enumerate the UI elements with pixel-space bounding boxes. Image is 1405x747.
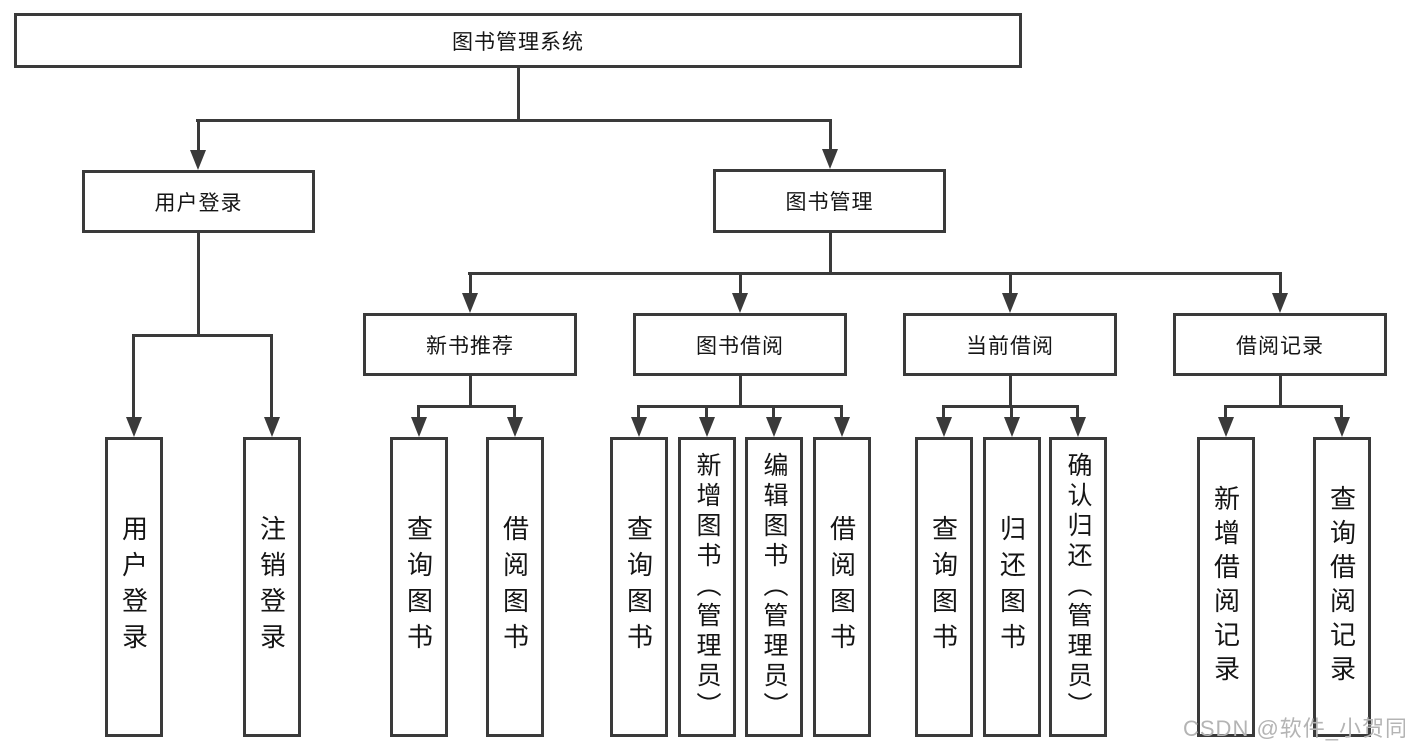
node-label: 当前借阅 (966, 334, 1054, 358)
arrow-down-icon (631, 417, 647, 437)
csdn-watermark: CSDN @软件_小贺同学 (1183, 716, 1405, 741)
connector-line (196, 119, 832, 122)
node-label: 新增图书（管理员） (693, 452, 721, 722)
arrow-down-icon (732, 293, 748, 313)
node-book-management: 图书管理 (713, 169, 946, 233)
leaf-confirm-return-admin: 确认归还（管理员） (1049, 437, 1107, 737)
connector-line (417, 405, 516, 408)
connector-line (840, 405, 843, 419)
node-label: 图书管理系统 (452, 30, 584, 54)
leaf-logout-login: 注销登录 (243, 437, 301, 737)
connector-line (772, 405, 775, 419)
leaf-borrow-books-2: 借阅图书 (813, 437, 871, 737)
arrow-down-icon (411, 417, 427, 437)
connector-line (270, 334, 273, 419)
arrow-down-icon (1004, 417, 1020, 437)
connector-line (469, 272, 472, 295)
node-label: 借阅记录 (1236, 334, 1324, 358)
arrow-down-icon (1334, 417, 1350, 437)
node-label: 编辑图书（管理员） (760, 452, 788, 722)
node-label: 新书推荐 (426, 334, 514, 358)
connector-line (739, 376, 742, 407)
connector-line (1340, 405, 1343, 419)
connector-line (829, 233, 832, 274)
arrow-down-icon (1070, 417, 1086, 437)
arrow-down-icon (507, 417, 523, 437)
connector-line (517, 68, 520, 121)
node-library-system: 图书管理系统 (14, 13, 1022, 68)
connector-line (197, 119, 200, 153)
leaf-query-borrow-record: 查询借阅记录 (1313, 437, 1371, 737)
connector-line (1076, 405, 1079, 419)
node-label: 查询图书 (403, 515, 434, 659)
arrow-down-icon (766, 417, 782, 437)
leaf-query-books-recommend: 查询图书 (390, 437, 448, 737)
node-label: 查询图书 (623, 515, 654, 659)
connector-line (637, 405, 640, 419)
arrow-down-icon (1218, 417, 1234, 437)
leaf-return-book: 归还图书 (983, 437, 1041, 737)
arrow-down-icon (126, 417, 142, 437)
arrow-down-icon (1272, 293, 1288, 313)
connector-line (197, 233, 200, 336)
leaf-borrow-books-recommend: 借阅图书 (486, 437, 544, 737)
node-label: 用户登录 (154, 191, 243, 215)
node-book-borrow: 图书借阅 (633, 313, 847, 376)
node-label: 新增借阅记录 (1210, 485, 1241, 689)
connector-line (942, 405, 945, 419)
connector-line (417, 405, 420, 419)
node-label: 归还图书 (996, 515, 1027, 659)
leaf-add-borrow-record: 新增借阅记录 (1197, 437, 1255, 737)
connector-line (132, 334, 273, 337)
node-label: 借阅图书 (499, 515, 530, 659)
node-label: 注销登录 (256, 515, 287, 659)
connector-line (1010, 405, 1013, 419)
arrow-down-icon (1002, 293, 1018, 313)
connector-line (132, 334, 135, 419)
connector-line (1224, 405, 1343, 408)
node-label: 确认归还（管理员） (1064, 452, 1092, 722)
connector-line (513, 405, 516, 419)
connector-line (1009, 376, 1012, 407)
node-label: 图书借阅 (696, 334, 784, 358)
arrow-down-icon (834, 417, 850, 437)
connector-line (739, 272, 742, 295)
arrow-down-icon (462, 293, 478, 313)
leaf-query-books-current: 查询图书 (915, 437, 973, 737)
connector-line (705, 405, 708, 419)
arrow-down-icon (936, 417, 952, 437)
arrow-down-icon (190, 150, 206, 170)
connector-line (469, 376, 472, 407)
node-label: 图书管理 (785, 191, 874, 214)
node-borrow-records: 借阅记录 (1173, 313, 1387, 376)
node-label: 借阅图书 (826, 515, 857, 659)
leaf-query-books-borrow: 查询图书 (610, 437, 668, 737)
leaf-user-login: 用户登录 (105, 437, 163, 737)
node-user-login: 用户登录 (82, 170, 315, 233)
node-label: 查询图书 (928, 515, 959, 659)
node-label: 查询借阅记录 (1326, 485, 1357, 689)
connector-line (637, 405, 843, 408)
node-label: 用户登录 (118, 515, 149, 659)
node-new-book-recommend: 新书推荐 (363, 313, 577, 376)
connector-line (1279, 376, 1282, 407)
arrow-down-icon (264, 417, 280, 437)
connector-line (1279, 272, 1282, 295)
connector-line (468, 272, 1282, 275)
node-current-borrow: 当前借阅 (903, 313, 1117, 376)
arrow-down-icon (822, 149, 838, 169)
arrow-down-icon (699, 417, 715, 437)
connector-line (1009, 272, 1012, 295)
leaf-add-book-admin: 新增图书（管理员） (678, 437, 736, 737)
leaf-edit-book-admin: 编辑图书（管理员） (745, 437, 803, 737)
connector-line (1224, 405, 1227, 419)
connector-line (829, 119, 832, 153)
